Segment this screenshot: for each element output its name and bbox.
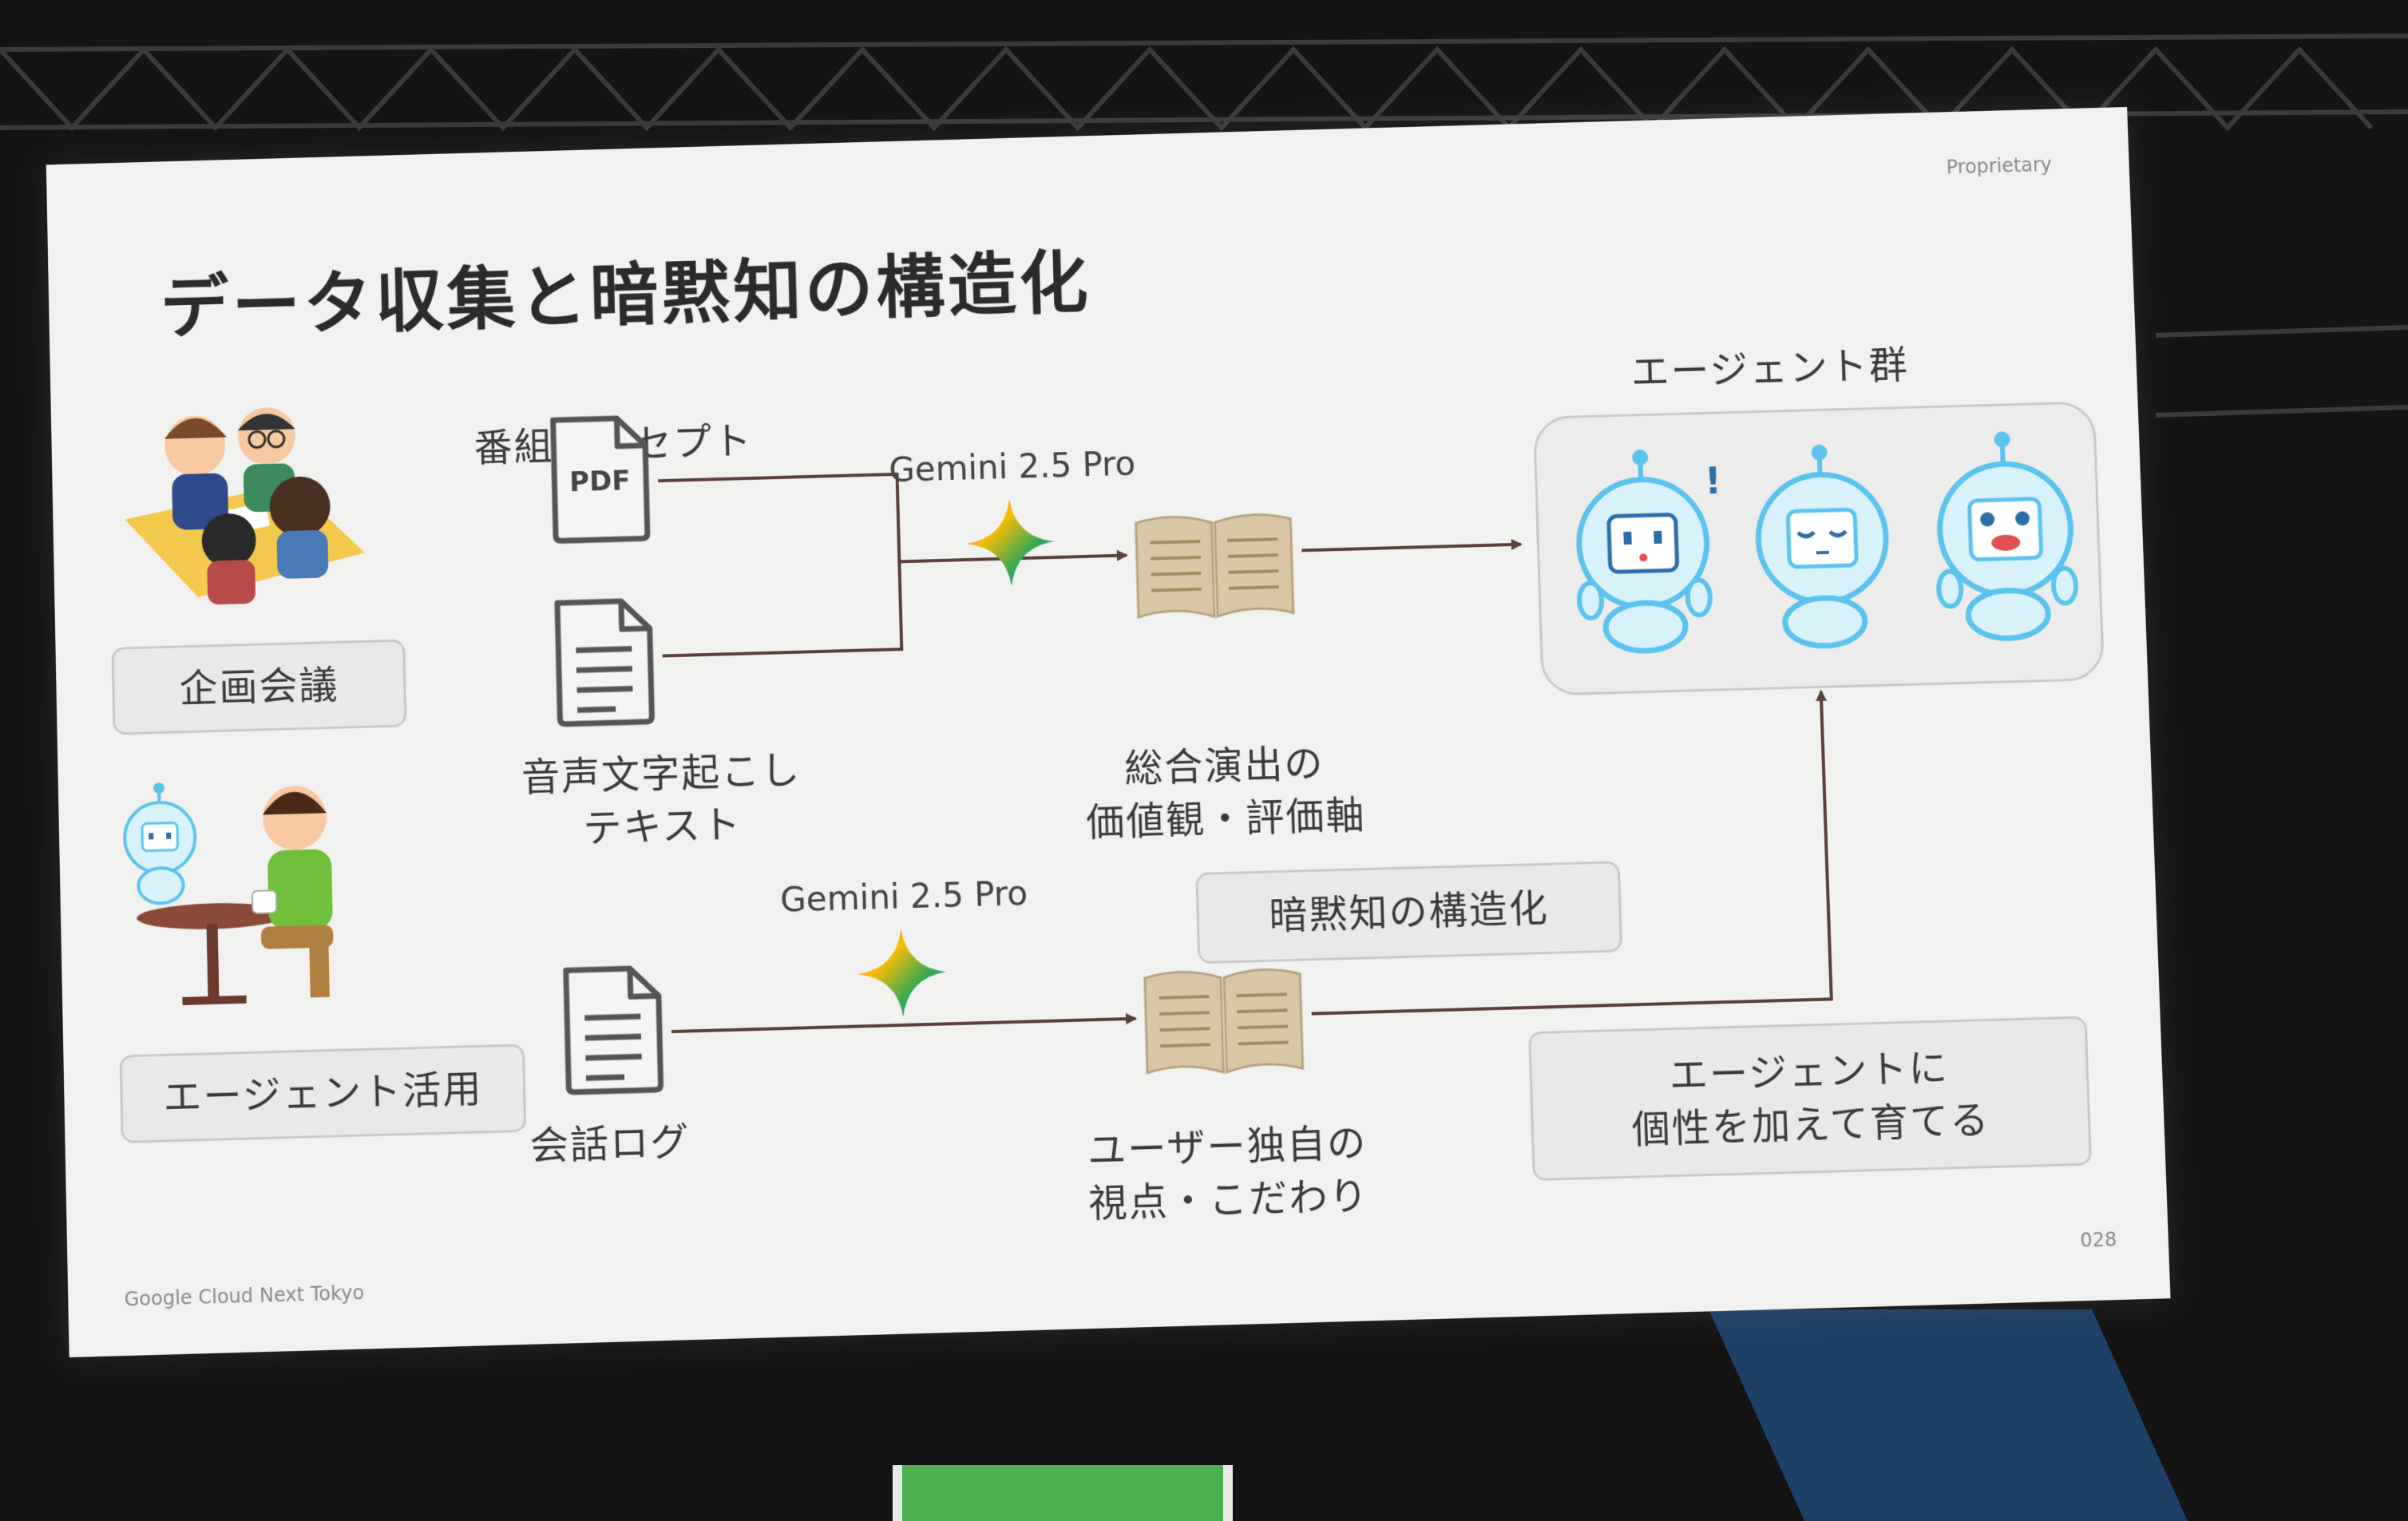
values-label-line-1: 総合演出の — [1123, 741, 1325, 792]
arrow-to-user-book — [671, 1019, 1135, 1032]
agent-group-box: ! — [1532, 401, 2105, 696]
agent-use-illustration — [114, 782, 334, 1005]
agent-use-label: エージェント活用 — [162, 1066, 484, 1121]
values-label: 総合演出の 価値観・評価軸 — [1056, 735, 1395, 850]
grow-agents-line-1: エージェントに — [1668, 1045, 1950, 1099]
user-view-label: ユーザー独自の 視点・こだわり — [1059, 1115, 1398, 1231]
meeting-box: 企画会議 — [111, 639, 407, 735]
robot-shocked-icon — [1922, 428, 2089, 648]
pdf-text: PDF — [569, 465, 631, 497]
transcript-label: 音声文字起こし テキスト — [493, 743, 830, 858]
meeting-label: 企画会議 — [178, 662, 340, 712]
gemini-sparkle-icon — [965, 497, 1056, 588]
green-sign — [893, 1465, 1233, 1521]
merge-bracket — [658, 474, 901, 656]
arrow-to-agents — [1301, 545, 1520, 551]
svg-text:!: ! — [1704, 459, 1722, 502]
blue-backdrop-panel — [1709, 1309, 2188, 1521]
gemini-bottom-label: Gemini 2.5 Pro — [779, 873, 1028, 920]
agent-group-label: エージェント群 — [1630, 343, 1910, 395]
meeting-illustration — [124, 406, 366, 605]
presentation-slide: Proprietary データ収集と暗黙知の構造化 — [46, 107, 2171, 1357]
chat-log-label: 会話ログ — [529, 1119, 691, 1169]
pdf-document-icon: PDF — [537, 410, 659, 548]
tacit-knowledge-label: 暗黙知の構造化 — [1268, 885, 1550, 939]
gemini-top-label: Gemini 2.5 Pro — [888, 443, 1136, 490]
agent-use-box: エージェント活用 — [119, 1044, 527, 1144]
user-view-label-line-2: 視点・こだわり — [1087, 1173, 1370, 1227]
tacit-knowledge-box: 暗黙知の構造化 — [1195, 861, 1623, 964]
small-robot-icon — [124, 782, 196, 905]
user-view-label-line-1: ユーザー独自の — [1087, 1120, 1368, 1174]
transcript-label-line-2: テキスト — [582, 802, 743, 852]
values-label-line-2: 価値観・評価軸 — [1085, 792, 1367, 846]
robot-calm-icon — [1747, 441, 1913, 652]
grow-agents-box: エージェントに 個性を加えて育てる — [1528, 1016, 2093, 1182]
page-number: 028 — [2079, 1228, 2117, 1252]
transcript-document-icon — [555, 599, 655, 727]
transcript-label-line-1: 音声文字起こし — [521, 747, 802, 801]
grow-agents-line-2: 個性を加えて育てる — [1630, 1097, 1991, 1153]
values-book-icon — [1129, 503, 1300, 627]
robot-surprised-icon: ! — [1568, 446, 1722, 657]
user-view-book-icon — [1138, 957, 1309, 1082]
chat-log-document-icon — [550, 960, 673, 1099]
gemini-sparkle-icon — [857, 927, 948, 1019]
